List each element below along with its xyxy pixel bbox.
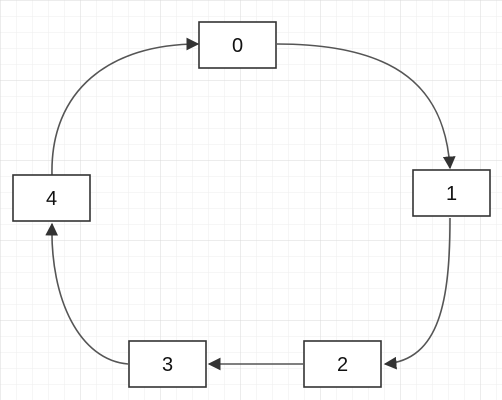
node-label-0: 0 xyxy=(232,35,243,57)
edge-0-to-1 xyxy=(276,43,456,170)
node-1[interactable]: 1 xyxy=(412,169,491,217)
node-0[interactable]: 0 xyxy=(198,21,277,69)
node-label-1: 1 xyxy=(446,183,457,205)
node-4[interactable]: 4 xyxy=(12,174,91,222)
node-label-3: 3 xyxy=(162,354,173,376)
edge-3-to-4 xyxy=(45,222,129,365)
node-label-4: 4 xyxy=(46,188,57,210)
node-2[interactable]: 2 xyxy=(303,340,382,388)
edge-1-to-2 xyxy=(383,217,451,370)
node-3[interactable]: 3 xyxy=(128,340,207,388)
edge-4-to-0 xyxy=(51,37,200,176)
node-label-2: 2 xyxy=(337,354,348,376)
